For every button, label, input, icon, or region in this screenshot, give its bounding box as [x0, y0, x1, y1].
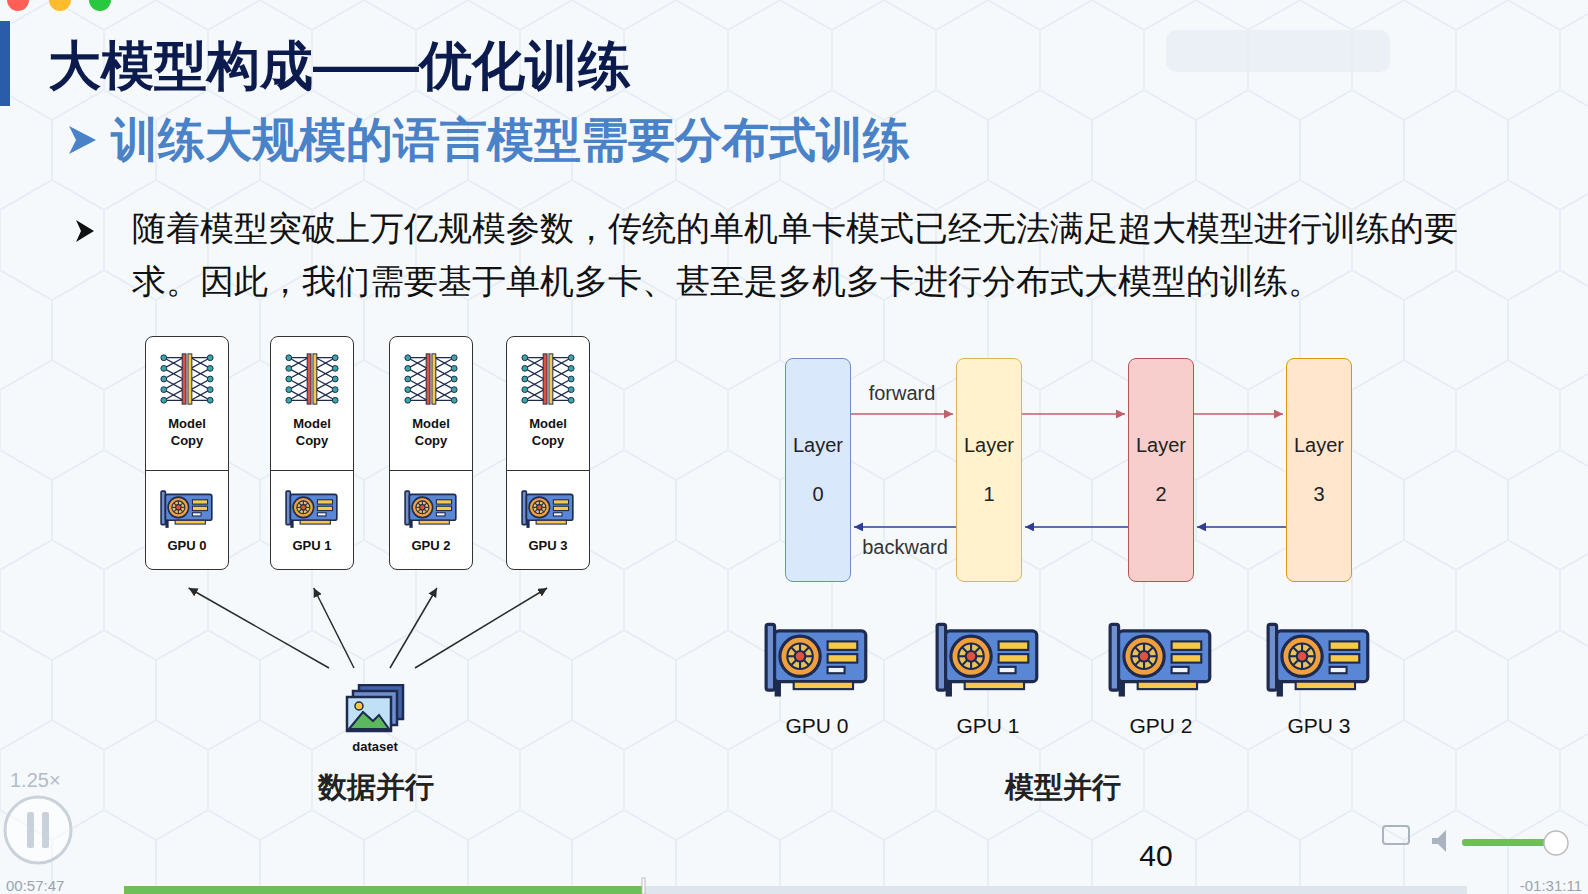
model-copy-text: Model Copy	[168, 415, 206, 449]
cell-divider	[390, 470, 472, 471]
window-dot	[89, 0, 111, 11]
connector-arrow	[851, 413, 953, 415]
layer-box: Layer 0	[785, 358, 851, 582]
volume-slider	[1462, 839, 1552, 846]
model-copy-card: Model CopyGPU 0	[145, 336, 229, 570]
dataset-icon	[347, 685, 403, 731]
gpu-icon	[161, 491, 212, 528]
layer-name: Layer 2	[1136, 421, 1186, 519]
window-dot	[7, 0, 29, 11]
slide-subtitle: 训练大规模的语言模型需要分布式训练	[111, 112, 910, 168]
progress-fill	[124, 886, 644, 894]
pause-bar	[42, 812, 49, 848]
cell-divider	[146, 470, 228, 471]
dataset-node: dataset	[325, 668, 425, 756]
model-copy-text: Model Copy	[529, 415, 567, 449]
edge-label: forward	[869, 381, 936, 405]
connector-arrow	[1194, 413, 1283, 415]
dataset-name: dataset	[352, 738, 398, 755]
layer-name: Layer 1	[964, 421, 1014, 519]
model-copy-card: Model CopyGPU 3	[506, 336, 590, 570]
gpu-name: GPU 0	[167, 537, 206, 554]
cell-divider	[507, 470, 589, 471]
gpu-icon	[937, 624, 1037, 696]
gpu-icon	[405, 491, 456, 528]
page-number: 40	[1139, 838, 1172, 874]
gpu-name: GPU 3	[528, 537, 567, 554]
remaining-time: -01:31:11	[1520, 877, 1582, 894]
card-ground	[270, 336, 354, 570]
bullet-arrow	[69, 126, 96, 154]
gpu-icon	[286, 491, 337, 528]
connector-arrow	[1022, 413, 1125, 415]
slide-title: 大模型构成——优化训练	[48, 34, 631, 98]
connector-arrow	[1025, 526, 1128, 528]
gpu-name: GPU 0	[785, 713, 848, 738]
gpu-icon	[766, 624, 866, 696]
model-copy-card: Model CopyGPU 1	[270, 336, 354, 570]
network-icon	[405, 354, 457, 404]
card-ground	[145, 336, 229, 570]
connector-arrow	[415, 588, 547, 668]
playhead	[642, 878, 645, 894]
layer-name: Layer 0	[793, 421, 843, 519]
layer-name: Layer 3	[1294, 421, 1344, 519]
model-copy-text: Model Copy	[293, 415, 331, 449]
elapsed-time: 00:57:47	[6, 877, 64, 894]
pause-bar	[27, 812, 34, 848]
card-ground	[506, 336, 590, 570]
cast-icon	[1383, 826, 1409, 844]
gpu-icon	[1268, 624, 1368, 696]
connector-arrow	[189, 588, 329, 668]
gpu-icon	[522, 491, 573, 528]
title-accent-bar	[0, 21, 10, 106]
layer-box: Layer 3	[1286, 358, 1352, 582]
connector-arrow	[854, 526, 956, 528]
connector-arrow	[390, 588, 437, 668]
network-icon	[161, 354, 213, 404]
layer-box: Layer 1	[956, 358, 1022, 582]
network-icon	[522, 354, 574, 404]
connector-arrow	[314, 588, 354, 668]
bullet-arrow	[76, 220, 94, 242]
player-controls	[1166, 30, 1390, 72]
section-caption: 模型并行	[1005, 770, 1121, 805]
cell-divider	[271, 470, 353, 471]
volume-knob	[1544, 831, 1568, 855]
window-dot	[49, 0, 71, 11]
body-paragraph: 随着模型突破上万亿规模参数，传统的单机单卡模式已经无法满足超大模型进行训练的要求…	[132, 203, 1488, 308]
playback-speed: 1.25×	[10, 768, 61, 792]
gpu-name: GPU 3	[1287, 713, 1350, 738]
gpu-name: GPU 1	[956, 713, 1019, 738]
progress-track	[124, 886, 1467, 894]
card-ground	[389, 336, 473, 570]
model-copy-text: Model Copy	[412, 415, 450, 449]
gpu-name: GPU 2	[411, 537, 450, 554]
connector-arrow	[1197, 526, 1286, 528]
gpu-name: GPU 1	[292, 537, 331, 554]
pause-button	[5, 797, 71, 863]
network-icon	[286, 354, 338, 404]
layer-box: Layer 2	[1128, 358, 1194, 582]
volume-icon	[1432, 830, 1446, 852]
edge-label: backward	[862, 535, 948, 559]
gpu-icon	[1110, 624, 1210, 696]
model-copy-card: Model CopyGPU 2	[389, 336, 473, 570]
section-caption: 数据并行	[318, 770, 434, 805]
gpu-name: GPU 2	[1129, 713, 1192, 738]
